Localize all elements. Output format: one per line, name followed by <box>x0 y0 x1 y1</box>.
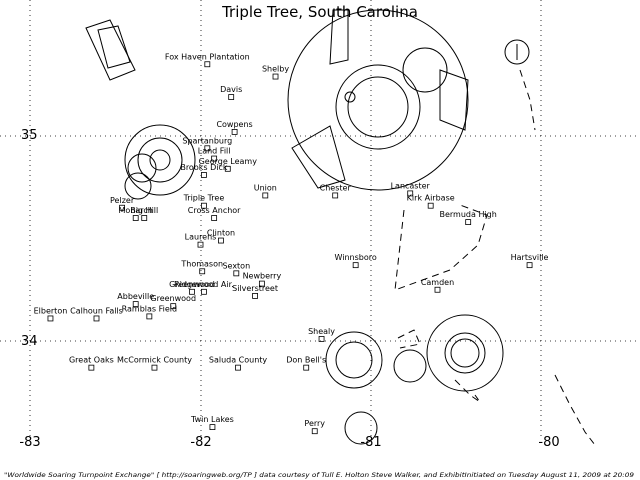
place-label: George Leamy <box>199 157 258 166</box>
place-label: Davis <box>220 85 242 94</box>
lon-label: -80 <box>538 435 559 450</box>
place-label: Abbeville <box>117 292 154 301</box>
place-label: Monarch <box>119 206 153 215</box>
place-marker <box>132 301 139 308</box>
place-marker <box>47 315 54 322</box>
place-label: Ridgewood Air. <box>174 280 234 289</box>
place-marker <box>303 364 310 371</box>
place-markers: Fox Haven PlantationShelbyDavisCowpensSp… <box>34 52 549 435</box>
place-marker <box>146 313 153 320</box>
place-label: Great Oaks <box>69 356 114 365</box>
place-marker <box>228 94 235 100</box>
place-marker <box>170 303 177 310</box>
lon-label: -82 <box>190 435 211 450</box>
place-marker <box>224 165 231 172</box>
place-label: Shelby <box>262 65 289 74</box>
place-label: Greenwood <box>169 280 215 289</box>
place-marker <box>258 280 265 287</box>
place-label: Cross Anchor <box>188 206 241 215</box>
place-marker <box>311 428 318 435</box>
place-marker <box>93 315 100 322</box>
place-marker <box>332 192 339 199</box>
place-marker <box>88 364 95 371</box>
place-marker <box>526 262 533 269</box>
place-label: Camden <box>421 278 454 287</box>
lat-label: 35 <box>21 128 38 143</box>
place-label: Spartanburg <box>182 136 232 145</box>
place-label: Kirk Airbase <box>407 194 455 203</box>
lon-label: -83 <box>19 435 40 450</box>
place-label: Pelzer <box>110 196 135 205</box>
place-marker <box>233 270 240 277</box>
place-marker <box>141 215 148 221</box>
place-marker <box>189 288 195 295</box>
place-label: Shealy <box>308 327 335 336</box>
lon-label: -81 <box>360 435 381 450</box>
place-marker <box>318 336 325 342</box>
place-marker <box>231 128 238 135</box>
place-marker <box>204 145 211 152</box>
place-label: Cowpens <box>216 120 252 129</box>
place-marker <box>132 215 139 221</box>
place-label: Thomason <box>180 259 223 268</box>
place-label: Elberton <box>34 306 68 315</box>
place-label: Bermuda High <box>440 210 497 219</box>
place-marker <box>201 172 207 178</box>
place-label: Lancaster <box>391 181 431 190</box>
place-label: Triple Tree <box>183 194 225 203</box>
lat-lon-grid <box>0 0 640 440</box>
place-marker <box>201 202 207 209</box>
place-marker <box>262 192 269 199</box>
place-marker <box>211 215 218 221</box>
place-label: Land Fill <box>198 147 231 156</box>
lat-axis-labels: 35 34 <box>21 128 38 349</box>
place-marker <box>434 286 441 293</box>
place-marker <box>151 364 158 371</box>
place-marker <box>211 155 218 162</box>
place-marker <box>407 190 414 197</box>
place-label: Brooks Dick <box>180 163 228 172</box>
airspace-outlines <box>85 9 596 446</box>
place-marker <box>465 219 472 226</box>
place-marker <box>199 268 206 275</box>
place-label: Twin Lakes <box>190 415 234 424</box>
map-footer: "Worldwide Soaring Turnpoint Exchange" [… <box>4 472 634 479</box>
place-marker <box>272 73 279 80</box>
place-label: Perry <box>304 419 325 428</box>
place-label: Union <box>254 183 277 192</box>
lon-axis-labels: -83 -82 -81 -80 <box>19 435 559 450</box>
place-label: Laurens <box>185 233 217 242</box>
map-title: Triple Tree, South Carolina <box>221 3 418 21</box>
place-label: McCormick County <box>117 356 192 365</box>
place-marker <box>427 202 434 209</box>
place-label: Silverstreet <box>232 284 278 293</box>
place-marker <box>201 288 207 295</box>
place-marker <box>197 241 204 248</box>
lat-label: 34 <box>21 334 38 349</box>
place-marker <box>204 61 211 68</box>
place-marker <box>119 204 125 211</box>
place-label: Winnsboro <box>335 253 377 262</box>
place-marker <box>235 364 241 371</box>
place-label: Greenwood <box>150 294 196 303</box>
place-label: Newberry <box>243 272 282 281</box>
place-label: Clinton <box>207 229 235 238</box>
place-label: Calhoun Falls <box>70 306 123 315</box>
place-label: Ramblas Field <box>122 304 177 313</box>
place-label: Sexton <box>222 261 250 270</box>
place-marker <box>252 292 258 299</box>
place-label: Fox Haven Plantation <box>165 52 250 61</box>
place-label: Chester <box>320 183 352 192</box>
place-label: Big Hill <box>130 206 158 215</box>
place-marker <box>218 237 224 244</box>
place-label: Hartsville <box>511 253 549 262</box>
place-label: Don Bell's <box>286 356 326 365</box>
place-marker <box>209 424 216 431</box>
place-label: Saluda County <box>209 356 268 365</box>
place-marker <box>352 262 359 269</box>
